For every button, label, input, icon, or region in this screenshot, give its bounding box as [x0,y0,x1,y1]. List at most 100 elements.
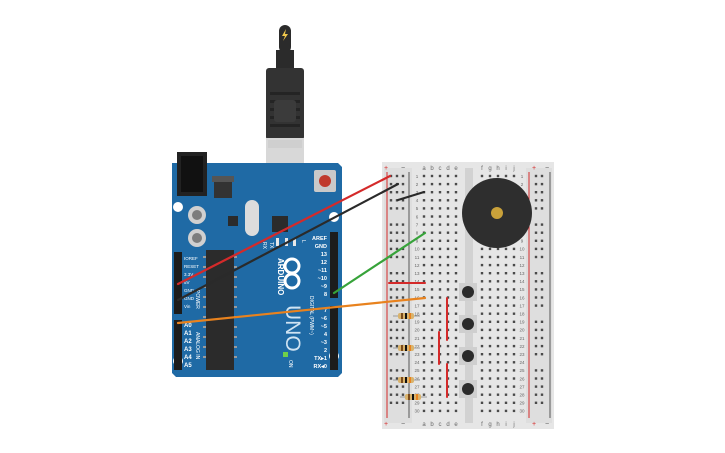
breadboard-hole[interactable] [430,312,434,315]
rail-hole[interactable] [540,336,544,340]
rail-hole[interactable] [389,328,393,332]
rail-hole[interactable] [401,207,405,210]
breadboard-hole[interactable] [430,223,434,226]
black-wire-gnd[interactable] [176,182,400,302]
rail-hole[interactable] [540,328,544,332]
rail-hole[interactable] [389,239,393,242]
rail-hole[interactable] [540,377,544,380]
breadboard-hole[interactable] [438,296,442,299]
breadboard-hole[interactable] [438,255,442,259]
breadboard-hole[interactable] [512,369,516,372]
rail-hole[interactable] [389,199,393,202]
rail-hole[interactable] [389,247,393,251]
breadboard-hole[interactable] [496,409,500,413]
breadboard-hole[interactable] [454,174,458,178]
breadboard-hole[interactable] [438,215,442,218]
rail-hole[interactable] [401,280,405,283]
rail-hole[interactable] [540,280,544,283]
rail-hole[interactable] [389,207,393,210]
breadboard-hole[interactable] [422,239,426,242]
breadboard-hole[interactable] [454,328,458,332]
rail-hole[interactable] [540,247,544,251]
breadboard-hole[interactable] [512,353,516,356]
rail-hole[interactable] [401,401,405,404]
rail-hole[interactable] [534,207,538,210]
breadboard-hole[interactable] [422,393,426,396]
rail-hole[interactable] [395,174,399,178]
breadboard-hole[interactable] [430,199,434,202]
breadboard-hole[interactable] [488,377,492,380]
rail-hole[interactable] [389,385,393,388]
rail-hole[interactable] [534,304,538,307]
breadboard-hole[interactable] [430,247,434,251]
rail-hole[interactable] [401,336,405,340]
breadboard-hole[interactable] [504,174,508,178]
breadboard-hole[interactable] [430,409,434,413]
green-wire-pin9[interactable] [332,231,427,295]
rail-hole[interactable] [389,353,393,356]
breadboard-hole[interactable] [430,182,434,186]
rail-hole[interactable] [401,296,405,299]
breadboard-hole[interactable] [430,207,434,210]
rail-hole[interactable] [401,369,405,372]
rail-hole[interactable] [395,353,399,356]
breadboard-hole[interactable] [422,288,426,291]
rail-hole[interactable] [534,344,538,348]
breadboard-hole[interactable] [488,280,492,283]
breadboard-hole[interactable] [438,328,442,332]
breadboard-hole[interactable] [480,377,484,380]
breadboard-hole[interactable] [480,288,484,291]
breadboard-hole[interactable] [496,247,500,251]
breadboard-hole[interactable] [488,247,492,251]
rail-hole[interactable] [401,353,405,356]
breadboard-hole[interactable] [512,409,516,413]
rail-hole[interactable] [540,199,544,202]
breadboard-hole[interactable] [496,320,500,323]
breadboard-hole[interactable] [446,353,450,356]
breadboard-hole[interactable] [446,255,450,259]
breadboard-hole[interactable] [512,288,516,291]
breadboard-hole[interactable] [446,191,450,194]
breadboard-hole[interactable] [446,280,450,283]
breadboard-hole[interactable] [512,296,516,299]
breadboard-hole[interactable] [422,353,426,356]
rail-hole[interactable] [395,336,399,340]
breadboard-hole[interactable] [422,255,426,259]
rail-hole[interactable] [389,182,393,186]
breadboard-hole[interactable] [438,393,442,396]
rail-hole[interactable] [540,207,544,210]
breadboard-hole[interactable] [454,207,458,210]
breadboard-hole[interactable] [454,280,458,283]
rail-hole[interactable] [395,191,399,194]
rail-hole[interactable] [401,304,405,307]
breadboard-hole[interactable] [422,336,426,340]
rail-hole[interactable] [401,231,405,234]
rail-hole[interactable] [534,401,538,404]
breadboard-hole[interactable] [430,328,434,332]
breadboard-hole[interactable] [454,199,458,202]
breadboard-hole[interactable] [504,328,508,332]
breadboard-hole[interactable] [438,247,442,251]
rail-hole[interactable] [534,223,538,226]
rail-hole[interactable] [401,239,405,242]
rail-hole[interactable] [534,320,538,323]
breadboard-hole[interactable] [512,320,516,323]
breadboard-hole[interactable] [480,385,484,388]
breadboard-hole[interactable] [480,296,484,299]
breadboard-hole[interactable] [512,377,516,380]
breadboard-hole[interactable] [454,263,458,267]
breadboard-hole[interactable] [496,328,500,332]
breadboard-hole[interactable] [454,247,458,251]
rail-hole[interactable] [540,320,544,323]
push-button[interactable] [459,315,477,333]
breadboard-hole[interactable] [454,272,458,275]
rail-hole[interactable] [395,255,399,259]
breadboard-hole[interactable] [446,263,450,267]
breadboard-hole[interactable] [512,328,516,332]
rail-hole[interactable] [389,223,393,226]
breadboard-hole[interactable] [504,312,508,315]
breadboard-hole[interactable] [430,255,434,259]
breadboard-hole[interactable] [496,263,500,267]
breadboard-hole[interactable] [504,409,508,413]
breadboard-hole[interactable] [454,231,458,234]
